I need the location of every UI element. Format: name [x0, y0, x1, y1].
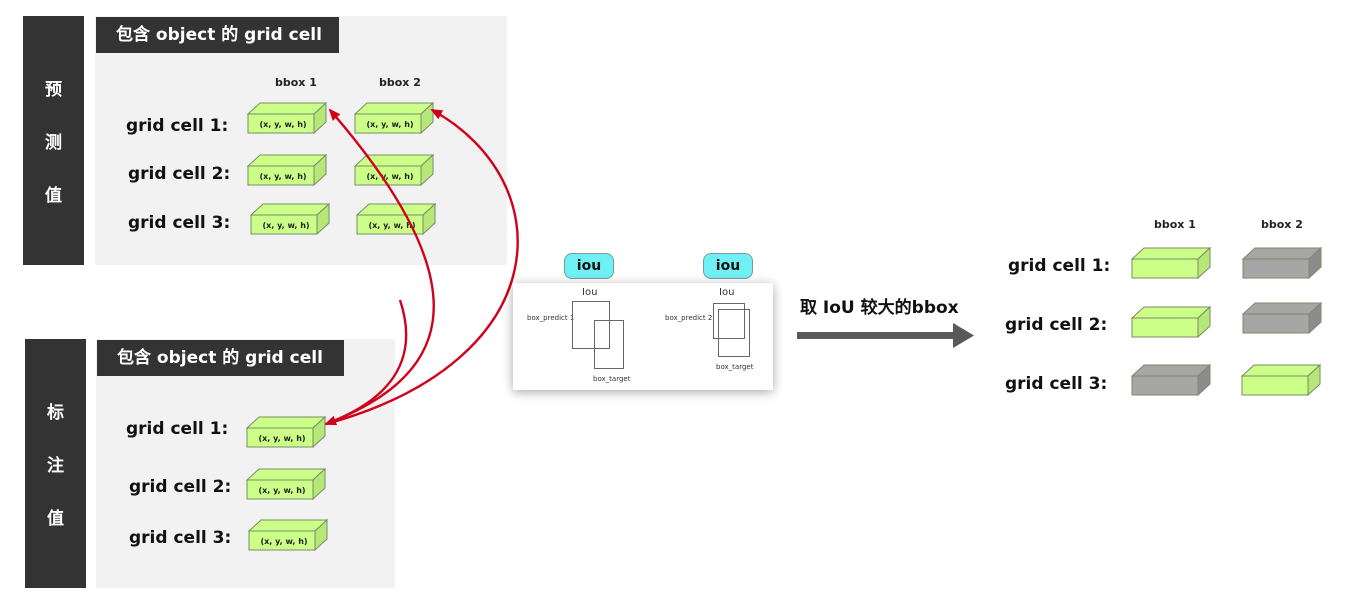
iou-panel-2-title: Iou: [719, 287, 735, 298]
predicted-col-bbox2: bbox 2: [379, 76, 421, 89]
predicted-row-label-2: grid cell 2:: [128, 164, 231, 184]
labeled-box-r3-text: (x, y, w, h): [260, 536, 308, 546]
labeled-row-label-2: grid cell 2:: [129, 477, 232, 497]
predicted-row-label-3: grid cell 3:: [128, 213, 231, 233]
iou-panel-1-target-rect: [594, 320, 624, 369]
iou-panel-2-predict-rect: [713, 303, 745, 339]
result-row-label-2: grid cell 2:: [1005, 315, 1108, 335]
gray-right-arrow: [797, 323, 974, 348]
result-col-bbox1: bbox 1: [1154, 218, 1196, 231]
iou-badge-2: iou: [703, 253, 753, 279]
iou-panel-1-title: Iou: [582, 287, 598, 298]
labeled-box-r1: (x, y, w, h): [246, 415, 326, 449]
labeled-panel: [96, 339, 395, 588]
labeled-box-r3: (x, y, w, h): [248, 518, 328, 552]
iou-panel-1-target-label: box_target: [593, 375, 631, 383]
predicted-box-r1-b1-text: (x, y, w, h): [259, 119, 307, 129]
iou-panel-2-target-label: box_target: [716, 363, 754, 371]
predicted-box-r2-b1-text: (x, y, w, h): [259, 171, 307, 181]
predicted-box-r3-b1: (x, y, w, h): [250, 202, 330, 236]
labeled-row-label-1: grid cell 1:: [126, 419, 229, 439]
result-box-r1-b1: [1131, 246, 1211, 280]
labeled-side-tab: 标 注 值: [25, 339, 86, 588]
iou-card: Iou box_predict 1 box_target Iou box_pre…: [513, 283, 773, 390]
iou-badge-1: iou: [564, 253, 614, 279]
predicted-side-char-1: 预: [45, 80, 62, 100]
labeled-box-r2-text: (x, y, w, h): [258, 485, 306, 495]
iou-panel-1-predict-label: box_predict 1: [527, 314, 575, 322]
predicted-box-r3-b2: (x, y, w, h): [356, 202, 436, 236]
select-max-iou-label: 取 IoU 较大的bbox: [800, 298, 959, 318]
predicted-side-tab: 预 测 值: [23, 16, 84, 265]
iou-panel-2-predict-label: box_predict 2: [665, 314, 713, 322]
predicted-box-r2-b2-text: (x, y, w, h): [366, 171, 414, 181]
predicted-box-r1-b2-text: (x, y, w, h): [366, 119, 414, 129]
predicted-side-char-2: 测: [45, 133, 62, 153]
result-box-r2-b2: [1242, 301, 1322, 335]
iou-panel-1-predict-rect: [572, 301, 610, 349]
result-row-label-3: grid cell 3:: [1005, 374, 1108, 394]
labeled-box-r1-text: (x, y, w, h): [258, 433, 306, 443]
predicted-panel-title: 包含 object 的 grid cell: [96, 17, 339, 53]
labeled-panel-title: 包含 object 的 grid cell: [97, 340, 344, 376]
result-row-label-1: grid cell 1:: [1008, 256, 1111, 276]
predicted-box-r1-b2: (x, y, w, h): [354, 101, 434, 135]
predicted-side-char-3: 值: [45, 186, 62, 206]
result-box-r3-b1: [1131, 363, 1211, 397]
result-box-r2-b1: [1131, 305, 1211, 339]
predicted-box-r3-b2-text: (x, y, w, h): [368, 220, 416, 230]
predicted-box-r3-b1-text: (x, y, w, h): [262, 220, 310, 230]
predicted-box-r2-b1: (x, y, w, h): [247, 153, 327, 187]
predicted-row-label-1: grid cell 1:: [126, 116, 229, 136]
labeled-row-label-3: grid cell 3:: [129, 528, 232, 548]
iou-panel-2-target-rect: [718, 309, 750, 357]
result-box-r3-b2: [1241, 363, 1321, 397]
result-col-bbox2: bbox 2: [1261, 218, 1303, 231]
result-box-r1-b2: [1242, 246, 1322, 280]
labeled-side-char-2: 注: [47, 456, 64, 476]
labeled-side-char-3: 值: [47, 509, 64, 529]
predicted-col-bbox1: bbox 1: [275, 76, 317, 89]
labeled-side-char-1: 标: [47, 403, 64, 423]
predicted-box-r2-b2: (x, y, w, h): [354, 153, 434, 187]
labeled-box-r2: (x, y, w, h): [246, 467, 326, 501]
predicted-box-r1-b1: (x, y, w, h): [247, 101, 327, 135]
